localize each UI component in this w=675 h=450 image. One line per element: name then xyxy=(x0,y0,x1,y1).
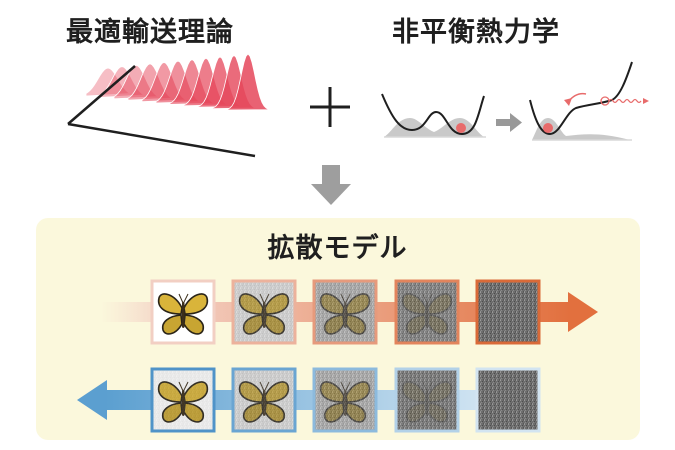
down-arrow-icon xyxy=(311,165,351,205)
left-arrow-icon xyxy=(77,380,107,420)
optimal-transport-title: 最適輸送理論 xyxy=(66,17,234,48)
axis-diagonal xyxy=(67,65,136,125)
diffusion-step-image xyxy=(475,279,541,345)
diffusion-step-image xyxy=(394,367,460,433)
diffusion-step-image xyxy=(394,279,460,345)
double-well-potential xyxy=(381,93,486,138)
diffusion-step-image xyxy=(231,279,297,345)
axis-bottom xyxy=(67,122,256,158)
diffusion-step-image xyxy=(231,367,297,433)
particle xyxy=(543,123,553,133)
optimal-transport-illustration xyxy=(67,53,271,158)
gaussian-curve xyxy=(85,67,132,97)
reverse-process-row xyxy=(150,367,541,433)
wavy-arrow xyxy=(608,98,642,104)
diffusion-step-image xyxy=(150,367,216,433)
tilted-well-potential xyxy=(529,61,649,141)
gaussian-curve xyxy=(225,53,271,111)
gaussian-sequence xyxy=(85,53,271,111)
nonequilibrium-thermodynamics-title: 非平衡熱力学 xyxy=(392,17,560,48)
diffusion-step-image xyxy=(312,279,378,345)
right-arrow-icon xyxy=(496,113,522,132)
diffusion-step-image xyxy=(475,367,541,433)
particle xyxy=(456,123,466,133)
diffusion-model-title: 拡散モデル xyxy=(267,233,408,264)
reverse-arrow xyxy=(77,380,545,420)
forward-process-row xyxy=(150,279,541,345)
right-arrow-icon xyxy=(568,292,598,332)
diffusion-step-image xyxy=(312,367,378,433)
diffusion-step-image xyxy=(150,279,216,345)
plus-icon xyxy=(310,87,350,127)
